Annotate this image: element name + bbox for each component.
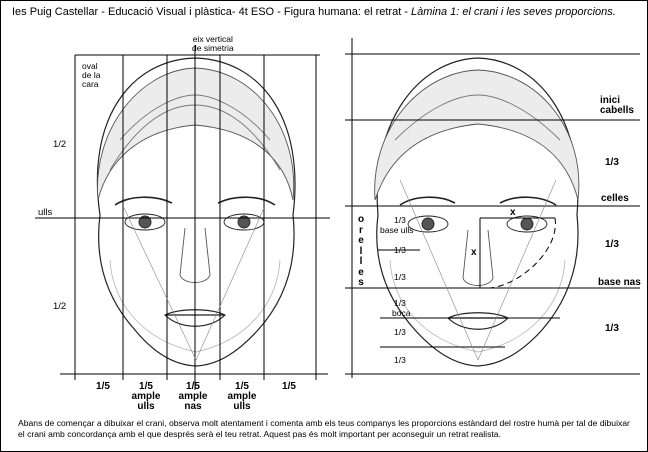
left-face-illustration	[97, 58, 295, 366]
right-face-mouth	[448, 313, 508, 330]
hairline-label: inici cabells	[600, 96, 634, 116]
brows-label: celles	[601, 194, 629, 204]
right-face-illustration	[375, 58, 579, 366]
inner-third-label-3: 1/3	[394, 273, 406, 282]
third-label-3: 1/3	[605, 324, 619, 334]
inner-third-label-2: 1/3	[394, 246, 406, 255]
right-face-eyebrow-right	[500, 197, 556, 205]
fifth-label-3: 1/5 ample nas	[173, 382, 213, 412]
third-label-1: 1/3	[605, 158, 619, 168]
half-top-label: 1/2	[53, 140, 66, 150]
right-face-nose	[463, 230, 493, 286]
ears-letter: s	[356, 278, 366, 289]
fifth-label-5: 1/5	[274, 382, 304, 392]
fifth-label-2: 1/5 ample ulls	[128, 382, 164, 412]
ears-label: o r e l l e s	[356, 215, 366, 289]
x-mark-1: x	[510, 208, 516, 218]
mouth-label: boca	[392, 309, 410, 318]
ears-letter: o	[356, 215, 366, 226]
oval-label: oval de la cara	[82, 62, 100, 89]
lower-third-label-2: 1/3	[394, 328, 406, 337]
ears-letter: e	[356, 236, 366, 247]
left-face-eyebrow-left	[115, 197, 172, 205]
fifth-label-1: 1/5	[88, 382, 118, 392]
eye-base-label: base ulls	[380, 226, 414, 235]
lower-third-label-3: 1/3	[394, 356, 406, 365]
eyes-label: ulls	[38, 208, 52, 218]
half-bottom-label: 1/2	[53, 302, 66, 312]
fifth-label-4: 1/5 ample ulls	[224, 382, 260, 412]
inner-third-label-1: 1/3	[394, 216, 406, 225]
lower-third-label-1: 1/3	[394, 299, 406, 308]
right-hair	[375, 70, 579, 200]
nose-base-label: base nas	[598, 278, 641, 288]
left-face-eyebrow-right	[218, 197, 275, 205]
x-mark-2: x	[471, 248, 477, 258]
ears-letter: l	[356, 257, 366, 268]
instructions-caption: Abans de començar a dibuixar el crani, o…	[18, 418, 638, 440]
third-label-2: 1/3	[605, 240, 619, 250]
axis-label: eix vertical de simetria	[192, 35, 234, 53]
